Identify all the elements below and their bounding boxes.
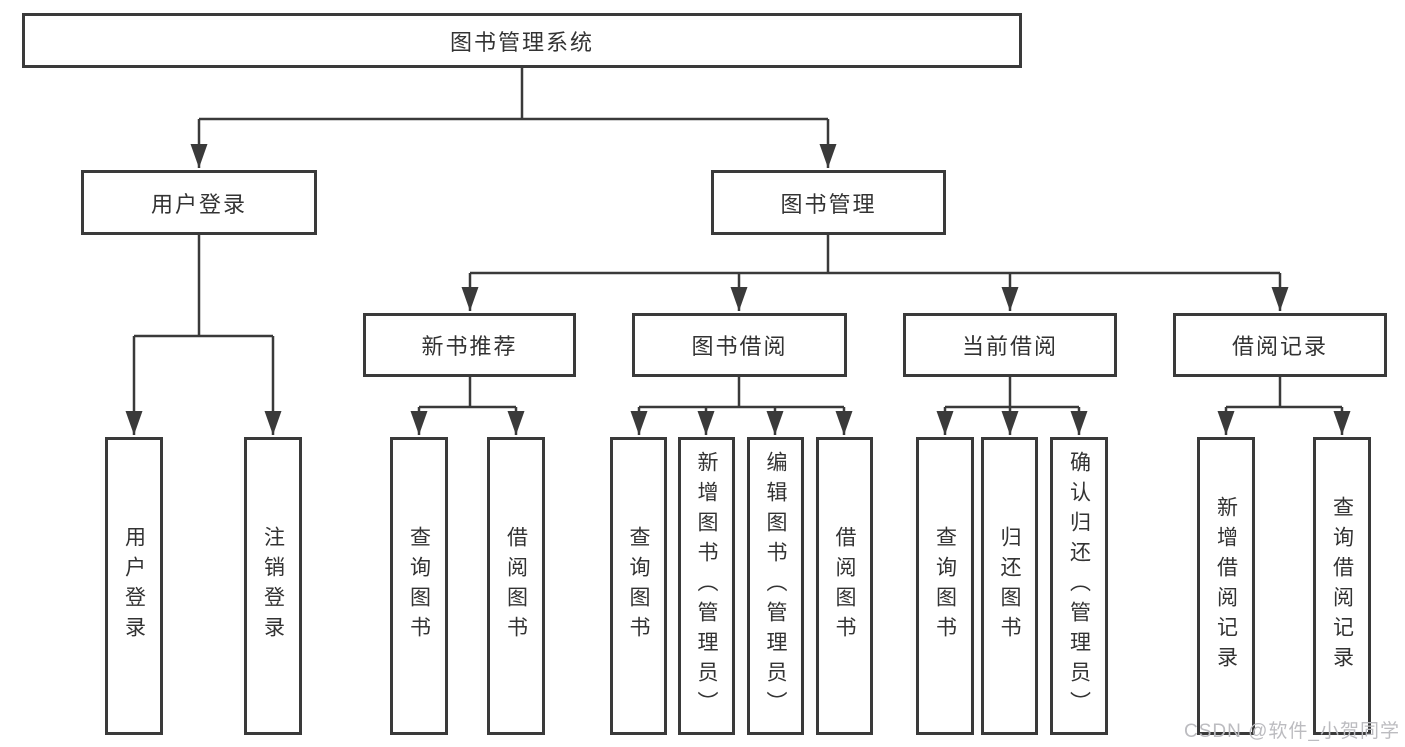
node-library-management-system: 图书管理系统 xyxy=(22,13,1022,68)
node-label: 新增借阅记录 xyxy=(1214,496,1238,676)
node-borrowing-records: 借阅记录 xyxy=(1173,313,1387,377)
node-label: 确认归还（管理员） xyxy=(1067,451,1091,721)
node-label: 新增图书（管理员） xyxy=(695,451,718,721)
node-label: 当前借阅 xyxy=(961,334,1058,359)
leaf-query-books-recommend: 查询图书 xyxy=(390,437,448,735)
node-label: 编辑图书（管理员） xyxy=(764,451,787,721)
leaf-borrow-books-recommend: 借阅图书 xyxy=(487,437,545,735)
leaf-query-books-borrowing: 查询图书 xyxy=(610,437,667,735)
csdn-watermark: CSDN @软件_小贺同学 xyxy=(1184,721,1400,742)
leaf-borrow-books-borrowing: 借阅图书 xyxy=(816,437,873,735)
node-label: 归还图书 xyxy=(998,526,1021,646)
node-label: 注销登录 xyxy=(261,526,285,646)
leaf-edit-books-admin: 编辑图书（管理员） xyxy=(747,437,804,735)
leaf-add-borrow-record: 新增借阅记录 xyxy=(1197,437,1255,735)
node-book-borrowing: 图书借阅 xyxy=(632,313,847,377)
node-label: 查询图书 xyxy=(407,526,431,646)
leaf-query-borrow-record: 查询借阅记录 xyxy=(1313,437,1371,735)
leaf-logout: 注销登录 xyxy=(244,437,302,735)
node-user-login: 用户登录 xyxy=(81,170,317,235)
node-book-management: 图书管理 xyxy=(711,170,946,235)
node-current-borrowing: 当前借阅 xyxy=(903,313,1117,377)
node-label: 查询借阅记录 xyxy=(1330,496,1354,676)
leaf-user-login: 用户登录 xyxy=(105,437,163,735)
leaf-confirm-return-admin: 确认归还（管理员） xyxy=(1050,437,1108,735)
node-label: 借阅图书 xyxy=(833,526,856,646)
leaf-add-books-admin: 新增图书（管理员） xyxy=(678,437,735,735)
node-label: 图书管理 xyxy=(780,191,877,217)
node-label: 查询图书 xyxy=(933,526,957,646)
node-new-book-recommend: 新书推荐 xyxy=(363,313,576,377)
node-label: 借阅图书 xyxy=(504,526,528,646)
node-label: 用户登录 xyxy=(150,191,247,217)
node-label: 查询图书 xyxy=(627,526,650,646)
leaf-return-books: 归还图书 xyxy=(981,437,1038,735)
node-label: 借阅记录 xyxy=(1231,334,1328,359)
leaf-query-books-current: 查询图书 xyxy=(916,437,974,735)
node-label: 图书管理系统 xyxy=(449,29,594,55)
node-label: 新书推荐 xyxy=(421,334,518,359)
node-label: 图书借阅 xyxy=(691,334,788,359)
node-label: 用户登录 xyxy=(122,526,146,646)
